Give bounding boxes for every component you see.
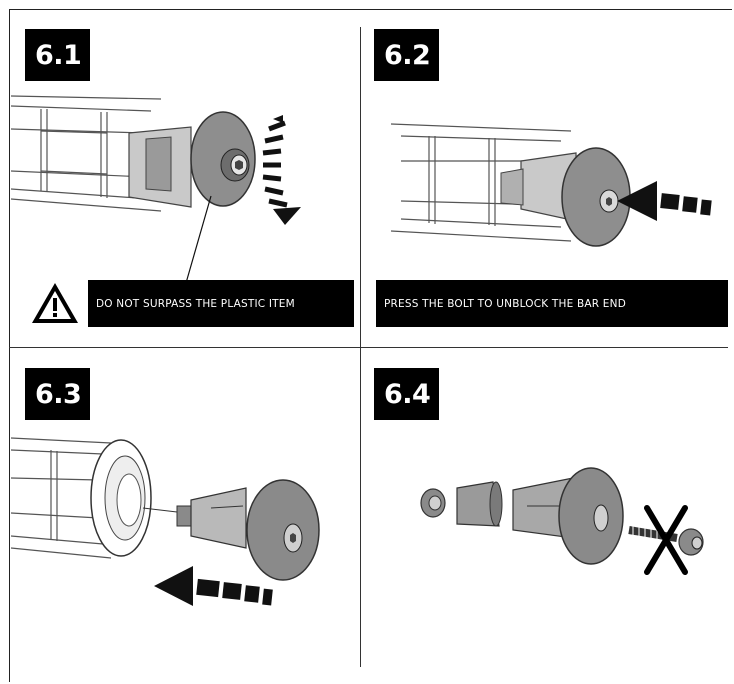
pull-arrow-icon <box>154 566 273 606</box>
step-number: 6.1 <box>25 29 91 81</box>
horizontal-divider <box>9 347 728 348</box>
step-panel-6-1: 6.1 DO NOT SURPASS THE PLASTIC ITEM <box>11 11 359 346</box>
bar-end-plug <box>128 111 256 208</box>
alignment-line <box>142 507 178 513</box>
cross-out-icon <box>644 505 688 575</box>
page-frame <box>9 9 732 682</box>
cone-wedge-part <box>456 481 503 527</box>
press-bolt-illustration <box>390 123 712 247</box>
handlebar-end-ring <box>90 439 152 557</box>
step-panel-6-3: 6.3 <box>11 348 359 682</box>
bar-end-plug <box>176 479 320 581</box>
step-panel-6-4: 6.4 <box>361 348 731 682</box>
step-number: 6.4 <box>374 368 440 420</box>
pointer-line <box>185 195 212 284</box>
step-number: 6.2 <box>374 29 440 81</box>
expander-body-part <box>512 467 624 565</box>
step-panel-6-2: 6.2 PRESS THE BOLT TO UNBLOCK THE BAR EN… <box>361 11 731 346</box>
instruction-caption: PRESS THE BOLT TO UNBLOCK THE BAR END <box>376 280 728 327</box>
handlebar-tube <box>390 123 572 242</box>
push-arrow-icon <box>617 181 712 221</box>
warning-triangle-icon <box>32 283 78 323</box>
exploded-parts-illustration <box>420 467 704 575</box>
rotate-arrow-icon <box>262 115 301 225</box>
step-number: 6.3 <box>25 368 91 420</box>
hex-nut-part <box>420 488 446 518</box>
remove-plug-illustration <box>11 437 320 606</box>
handlebar-tube <box>11 437 112 559</box>
handlebar-end-rotate-illustration <box>11 95 301 284</box>
warning-caption: DO NOT SURPASS THE PLASTIC ITEM <box>88 280 354 327</box>
bar-end-plug <box>500 147 631 247</box>
handlebar-tube <box>11 95 162 212</box>
